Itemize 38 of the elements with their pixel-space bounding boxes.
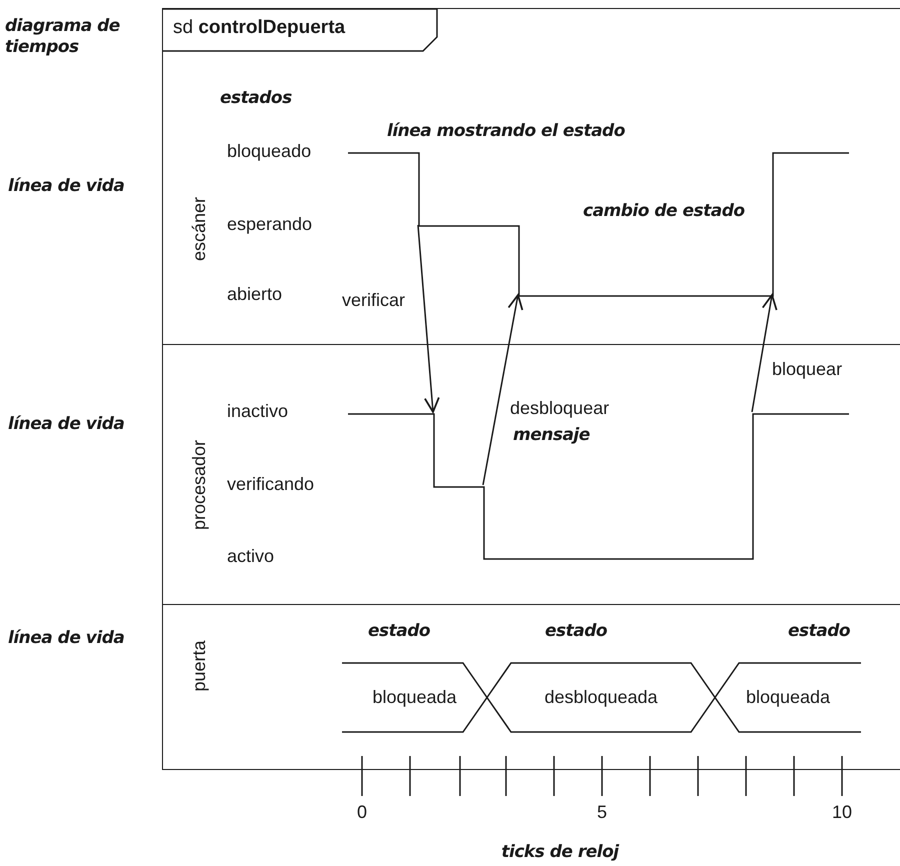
lifeline-name: procesador — [189, 440, 209, 530]
annotation-text: ticks de reloj — [501, 842, 619, 864]
annotation-text: línea de vida — [8, 176, 124, 198]
message-arrow — [751, 294, 778, 412]
annotation-text: cambio de estado — [583, 201, 745, 222]
tick-label: 10 — [832, 801, 852, 824]
state-label: inactivo — [227, 400, 288, 422]
message-label: bloquear — [772, 358, 842, 380]
sequence-frame — [162, 8, 900, 770]
state-shape — [342, 663, 487, 732]
annotation-text: estado — [788, 621, 850, 642]
state-label: verificando — [227, 473, 314, 496]
annotation-text: línea mostrando el estado — [387, 121, 625, 142]
message-arrow — [482, 294, 524, 486]
state-shape — [487, 663, 715, 732]
state-label: esperando — [227, 213, 312, 236]
state-shape — [715, 663, 861, 732]
state-label: abierto — [227, 283, 282, 306]
frame-title: sd controlDepuerta — [173, 17, 346, 39]
lifeline-name: puerta — [189, 640, 209, 692]
tick-label: 0 — [357, 801, 367, 824]
state-label: bloqueado — [227, 140, 312, 162]
annotation-text: estados — [220, 88, 292, 110]
annotation-text: línea de vida — [8, 414, 124, 436]
message-label: desbloquear — [510, 397, 610, 420]
annotation-text: estado — [368, 621, 430, 642]
annotation-text: línea de vida — [8, 628, 124, 650]
lifeline-name: escáner — [189, 196, 209, 262]
message-label: verificar — [342, 289, 406, 312]
tick-label: 5 — [597, 801, 607, 824]
annotation-text: estado — [545, 621, 608, 642]
annotation-text: mensaje — [513, 425, 590, 446]
state-name: bloqueada — [372, 687, 457, 708]
state-label: activo — [227, 545, 274, 568]
message-arrow — [417, 224, 440, 413]
state-name: bloqueada — [746, 687, 830, 708]
state-name: desbloqueada — [544, 687, 658, 708]
annotation-text: diagrama de tiempos — [5, 16, 121, 58]
